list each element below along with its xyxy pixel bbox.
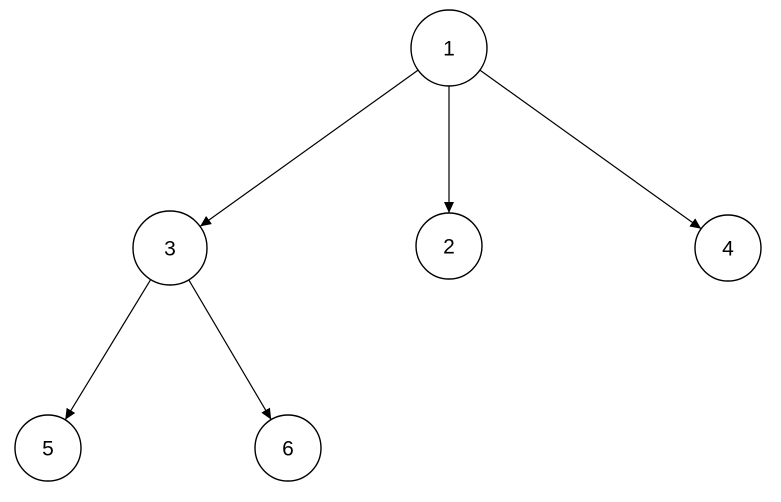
tree-node-1: 1 <box>410 9 488 87</box>
nodes-layer: 1 3 2 4 5 6 <box>14 9 762 482</box>
tree-node-2: 2 <box>415 212 483 280</box>
edge-arrow-1-to-4 <box>479 69 702 230</box>
edge-arrow-3-to-6 <box>188 279 272 420</box>
edge-arrow-1-to-3 <box>199 69 419 227</box>
node-label-4: 4 <box>722 238 734 261</box>
tree-node-4: 4 <box>694 214 762 282</box>
node-circle-4 <box>694 214 762 282</box>
tree-node-3: 3 <box>132 210 208 286</box>
node-label-5: 5 <box>42 438 54 461</box>
node-circle-1 <box>410 9 488 87</box>
tree-node-6: 6 <box>254 414 322 482</box>
node-label-3: 3 <box>164 238 176 261</box>
node-circle-3 <box>132 210 208 286</box>
node-label-6: 6 <box>282 438 294 461</box>
tree-node-5: 5 <box>14 414 82 482</box>
edge-arrow-3-to-5 <box>64 279 152 421</box>
node-circle-6 <box>254 414 322 482</box>
edges-layer <box>64 69 702 421</box>
node-label-1: 1 <box>443 38 455 61</box>
node-circle-5 <box>14 414 82 482</box>
node-label-2: 2 <box>443 236 455 259</box>
node-circle-2 <box>415 212 483 280</box>
